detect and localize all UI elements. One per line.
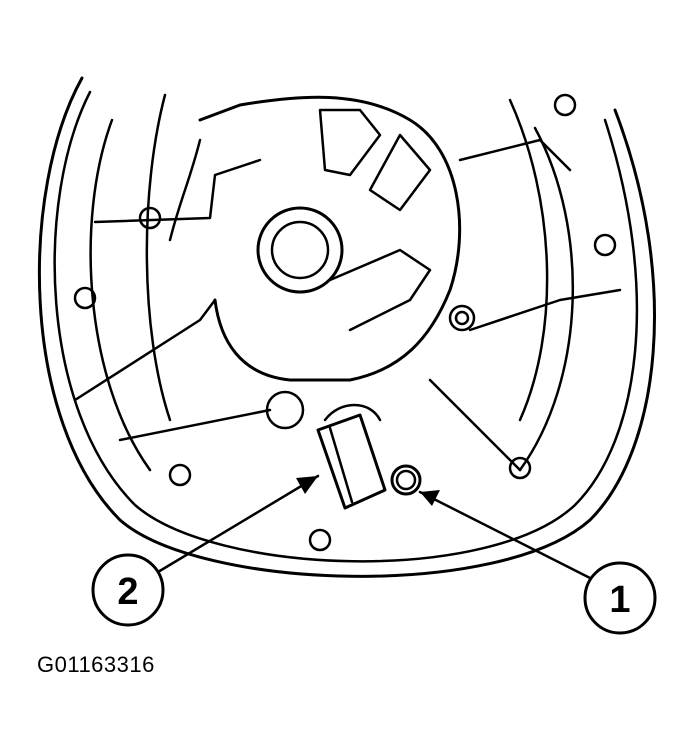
callout-1-label: 1	[609, 579, 630, 621]
callout-1: 1	[418, 490, 657, 635]
housing-ribs	[73, 138, 622, 472]
component-2-block	[316, 403, 387, 510]
bolts	[73, 93, 617, 552]
component-1-plug	[390, 464, 422, 496]
pump-body	[198, 95, 462, 382]
figure-id-label: G01163316	[37, 652, 155, 677]
callout-2: 2	[91, 474, 320, 627]
callout-2-label: 2	[117, 571, 138, 613]
housing-outline	[37, 76, 656, 578]
